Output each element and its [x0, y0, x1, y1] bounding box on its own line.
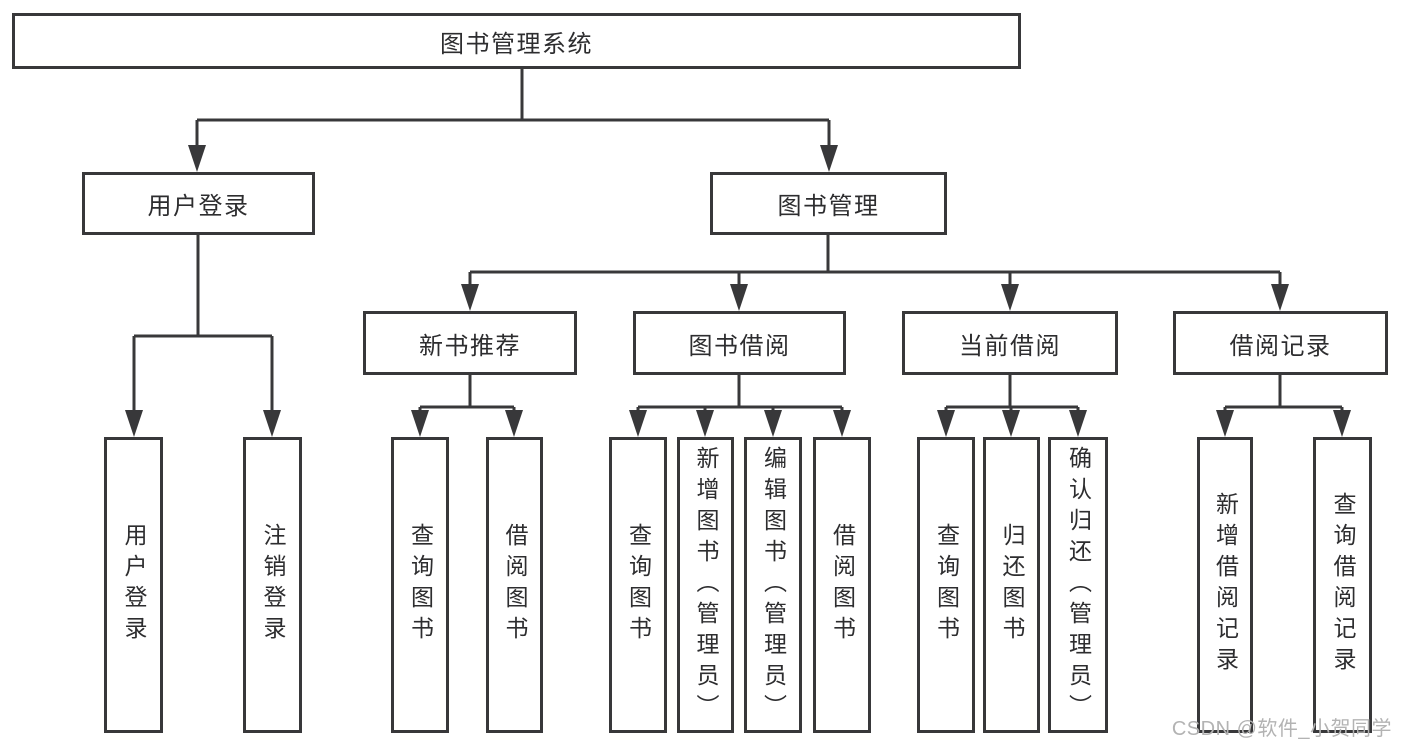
node-current-borrowing-label: 当前借阅	[959, 332, 1061, 360]
node-borrowing-records: 借阅记录	[1173, 311, 1388, 375]
node-user-login-label: 用户登录	[147, 193, 250, 220]
leaf-query-books-borrowing: 查询图书	[609, 437, 667, 733]
leaf-query-books-recommend-label: 查询图书	[407, 523, 434, 647]
leaf-query-books-recommend: 查询图书	[391, 437, 449, 733]
leaf-confirm-return-admin: 确认归还（管理员）	[1048, 437, 1108, 733]
leaf-edit-book-admin-label: 编辑图书（管理员）	[760, 445, 787, 725]
node-book-management-label: 图书管理	[777, 193, 880, 220]
node-borrowing-records-label: 借阅记录	[1229, 332, 1332, 360]
leaf-logout-login: 注销登录	[243, 437, 302, 733]
leaf-user-login-label: 用户登录	[121, 523, 147, 647]
leaf-user-login: 用户登录	[104, 437, 163, 733]
node-library-system-label: 图书管理系统	[440, 30, 593, 58]
node-book-borrowing-label: 图书借阅	[688, 332, 791, 360]
leaf-logout-login-label: 注销登录	[260, 523, 286, 647]
leaf-borrow-books-borrowing: 借阅图书	[813, 437, 871, 733]
leaf-borrow-books-recommend-label: 借阅图书	[502, 523, 528, 647]
leaf-borrow-books-borrowing-label: 借阅图书	[829, 523, 856, 647]
leaf-return-books-label: 归还图书	[999, 523, 1025, 647]
csdn-watermark: CSDN @软件_小贺同学	[1171, 718, 1392, 740]
leaf-borrow-books-recommend: 借阅图书	[486, 437, 543, 733]
leaf-add-book-admin-label: 新增图书（管理员）	[693, 445, 719, 725]
leaf-query-books-current: 查询图书	[917, 437, 975, 733]
node-user-login: 用户登录	[82, 172, 315, 235]
leaf-query-borrow-record-label: 查询借阅记录	[1330, 492, 1356, 678]
node-new-book-recommend-label: 新书推荐	[419, 332, 521, 360]
leaf-add-borrow-record: 新增借阅记录	[1197, 437, 1253, 733]
leaf-edit-book-admin: 编辑图书（管理员）	[744, 437, 802, 733]
leaf-return-books: 归还图书	[983, 437, 1040, 733]
leaf-query-books-borrowing-label: 查询图书	[625, 523, 652, 647]
node-book-management: 图书管理	[710, 172, 947, 235]
node-book-borrowing: 图书借阅	[633, 311, 846, 375]
node-new-book-recommend: 新书推荐	[363, 311, 577, 375]
leaf-query-borrow-record: 查询借阅记录	[1313, 437, 1372, 733]
leaf-add-borrow-record-label: 新增借阅记录	[1212, 492, 1239, 678]
node-library-system: 图书管理系统	[12, 13, 1021, 69]
node-current-borrowing: 当前借阅	[902, 311, 1118, 375]
leaf-add-book-admin: 新增图书（管理员）	[677, 437, 734, 733]
leaf-confirm-return-admin-label: 确认归还（管理员）	[1065, 445, 1092, 725]
leaf-query-books-current-label: 查询图书	[933, 523, 960, 647]
